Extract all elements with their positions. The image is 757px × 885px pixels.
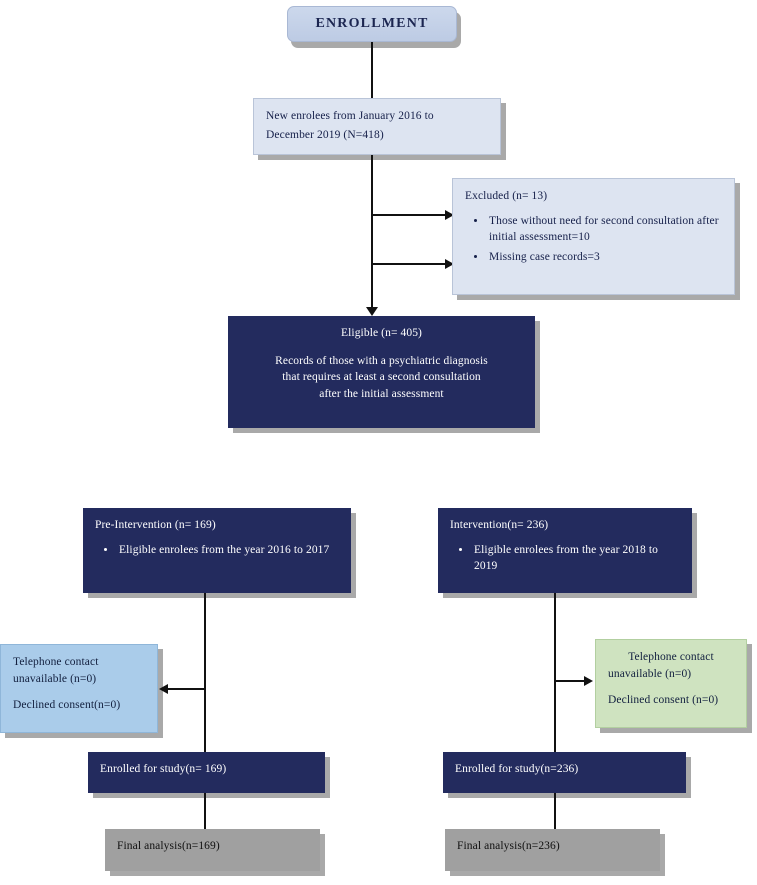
eligible-body-line-1: Records of those with a psychiatric diag… <box>275 354 488 367</box>
arrowhead-excluded-1 <box>445 209 454 220</box>
enrolled-right-label: Enrolled for study(n=236) <box>455 763 579 775</box>
arrowhead-excluded-2 <box>445 258 454 269</box>
connector-right-to-final <box>554 793 556 829</box>
node-final-right: Final analysis(n=236) <box>445 829 660 871</box>
enrolled-left-label: Enrolled for study(n= 169) <box>100 763 227 775</box>
intervention-bullet-list: Eligible enrolees from the year 2018 to … <box>450 542 680 575</box>
connector-enrollment-to-enrollees <box>371 42 373 98</box>
connector-left-to-final <box>204 793 206 829</box>
node-pre-intervention: Pre-Intervention (n= 169) Eligible enrol… <box>83 508 351 593</box>
node-enrollment: ENROLLMENT <box>287 6 457 42</box>
pre-intervention-bullet-list: Eligible enrolees from the year 2016 to … <box>95 542 339 559</box>
new-enrollees-line-2: December 2019 (N=418) <box>266 128 384 141</box>
connector-branch-excluded-1 <box>371 214 447 216</box>
node-new-enrollees: New enrolees from January 2016 to Decemb… <box>253 98 501 155</box>
dropout-right-line-2: unavailable (n=0) <box>608 667 692 680</box>
eligible-body-line-2: that requires at least a second consulta… <box>282 371 481 384</box>
eligible-title: Eligible (n= 405) <box>340 327 422 339</box>
dropout-left-line-1: Telephone contact <box>13 656 99 668</box>
dropout-right-line-1: Telephone contact <box>628 651 714 663</box>
dropout-left-line-2: unavailable (n=0) <box>13 672 97 685</box>
node-intervention: Intervention(n= 236) Eligible enrolees f… <box>438 508 692 593</box>
arrowhead-to-eligible <box>366 307 378 316</box>
node-enrolled-right: Enrolled for study(n=236) <box>443 752 686 793</box>
intervention-bullet-1: Eligible enrolees from the year 2018 to … <box>472 542 680 575</box>
dropout-left-line-3: Declined consent(n=0) <box>13 699 121 712</box>
node-final-left: Final analysis(n=169) <box>105 829 320 871</box>
excluded-bullet-list: Those without need for second consultati… <box>465 213 722 266</box>
final-left-label: Final analysis(n=169) <box>117 840 220 852</box>
excluded-bullet-1: Those without need for second consultati… <box>487 213 722 246</box>
eligible-body: Records of those with a psychiatric diag… <box>240 353 523 403</box>
arrowhead-right-dropout <box>584 675 593 686</box>
pre-intervention-title: Pre-Intervention (n= 169) <box>95 519 216 531</box>
enrollment-label: ENROLLMENT <box>315 15 429 31</box>
eligible-body-line-3: after the initial assessment <box>319 388 444 401</box>
node-dropout-right: Telephone contact unavailable (n=0) Decl… <box>595 639 747 728</box>
arrowhead-left-dropout <box>159 683 168 694</box>
excluded-bullet-2: Missing case records=3 <box>487 249 722 266</box>
connector-right-dropout <box>554 680 586 682</box>
connector-spine-main <box>371 155 373 310</box>
intervention-title: Intervention(n= 236) <box>450 519 549 531</box>
connector-left-dropout <box>168 688 206 690</box>
node-eligible: Eligible (n= 405) Records of those with … <box>228 316 535 428</box>
connector-left-spine <box>204 593 206 753</box>
pre-intervention-bullet-1: Eligible enrolees from the year 2016 to … <box>117 542 339 559</box>
connector-branch-excluded-2 <box>371 263 447 265</box>
final-right-label: Final analysis(n=236) <box>457 840 560 852</box>
new-enrollees-line-1: New enrolees from January 2016 to <box>266 110 434 122</box>
node-enrolled-left: Enrolled for study(n= 169) <box>88 752 325 793</box>
node-excluded: Excluded (n= 13) Those without need for … <box>452 178 735 295</box>
connector-right-spine <box>554 593 556 753</box>
node-dropout-left: Telephone contact unavailable (n=0) Decl… <box>0 644 158 733</box>
excluded-title: Excluded (n= 13) <box>465 190 548 202</box>
dropout-right-line-3: Declined consent (n=0) <box>608 694 719 707</box>
